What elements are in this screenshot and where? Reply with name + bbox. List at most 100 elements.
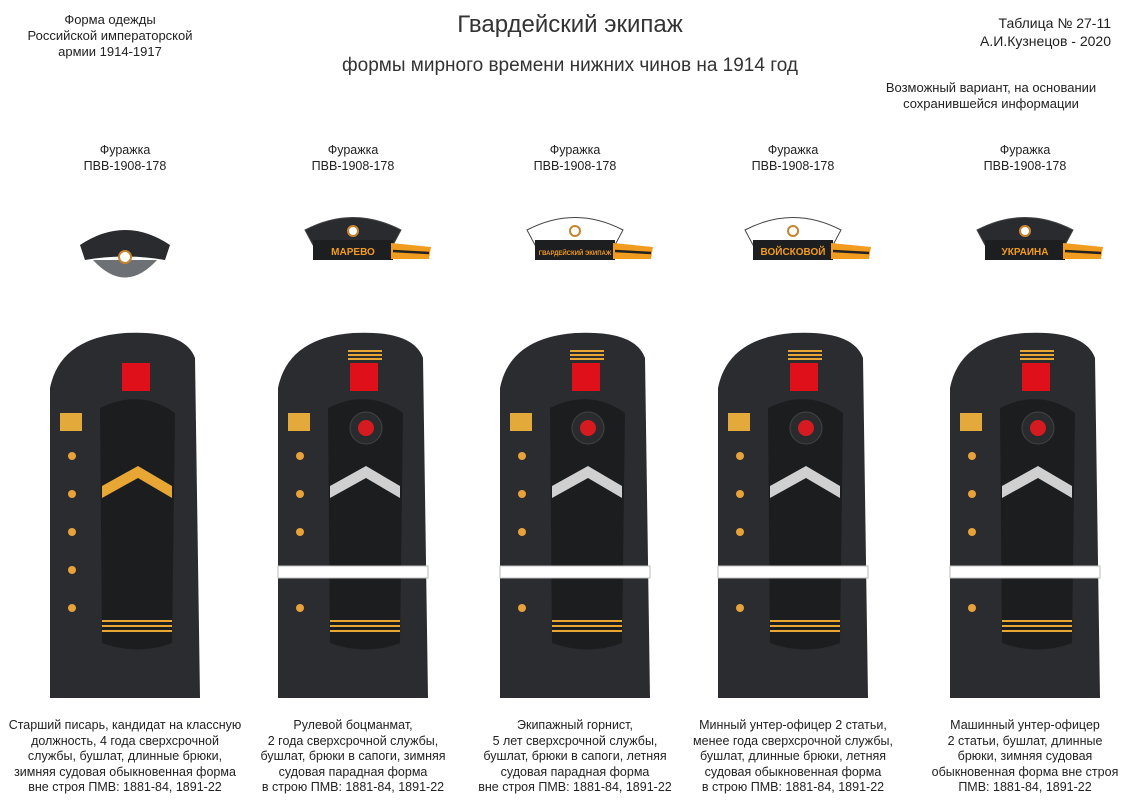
- jacket-button: [68, 566, 76, 574]
- cap-label-line: ПВВ-1908-178: [533, 159, 617, 173]
- uniform-figure: УКРАИНА: [910, 200, 1131, 700]
- collar-stripe: [348, 358, 382, 360]
- cuff-stripe: [1002, 620, 1072, 622]
- collection-title-line: армии 1914-1917: [58, 44, 162, 59]
- cuff-stripe: [770, 620, 840, 622]
- jacket-sleeve: [328, 399, 403, 650]
- figure-caption-line: службы, бушлат, длинные брюки,: [27, 749, 223, 763]
- collar-stripe: [570, 358, 604, 360]
- cap-label-line: Фуражка: [767, 143, 819, 157]
- ribbon-stripe: [832, 249, 870, 255]
- uniform-jacket: [499, 332, 651, 698]
- cuff-stripe: [552, 620, 622, 622]
- medal-ribbons: [288, 413, 310, 431]
- uniform-figure: [10, 200, 240, 700]
- sleeve-badge-wheel-icon: [358, 420, 374, 436]
- collar-stripe: [788, 358, 822, 360]
- collar-stripe: [570, 354, 604, 356]
- jacket-button: [736, 604, 744, 612]
- shoulder-strap: [790, 363, 818, 391]
- jacket-sleeve: [100, 399, 175, 650]
- cockade: [569, 225, 581, 237]
- uniform-jacket: [50, 332, 200, 698]
- cuff-stripe: [330, 620, 400, 622]
- variant-note-line: Возможный вариант, на основании: [885, 80, 1097, 95]
- cockade: [787, 225, 799, 237]
- cap-ribbon-text: МАРЕВО: [331, 247, 375, 258]
- table-info: Таблица № 27-11 А.И.Кузнецов - 2020: [980, 14, 1111, 50]
- belt: [949, 565, 1101, 579]
- jacket-button: [296, 452, 304, 460]
- cap-label-line: ПВВ-1908-178: [83, 159, 167, 173]
- collar-stripe: [348, 350, 382, 352]
- cap: ВОЙСКОВОЙ: [744, 217, 871, 260]
- figure-caption-line: Машинный унтер-офицер: [950, 718, 1100, 732]
- shoulder-strap: [1022, 363, 1050, 391]
- uniform-jacket: [717, 332, 869, 698]
- cap-label-line: ПВВ-1908-178: [311, 159, 395, 173]
- collar-stripe: [788, 350, 822, 352]
- jacket-button: [68, 604, 76, 612]
- jacket-button: [968, 490, 976, 498]
- uniform-illustration: МАРЕВО: [277, 217, 431, 698]
- cap-band: [985, 240, 1065, 260]
- cap-band: [313, 240, 393, 260]
- ribbon-stripe: [1064, 249, 1102, 255]
- cap-ribbon-text: ГВАРДЕЙСКИЙ ЭКИПАЖ: [539, 249, 612, 257]
- cockade: [118, 250, 132, 264]
- figure-caption: Минный унтер-офицер 2 статьи,менее года …: [668, 718, 918, 796]
- figure-caption-line: Экипажный горнист,: [517, 718, 633, 732]
- cuff-stripe: [552, 625, 622, 627]
- cap-ribbon-text: УКРАИНА: [1002, 247, 1049, 258]
- variant-note-line: сохранившейся информации: [903, 96, 1079, 111]
- jacket-button: [968, 452, 976, 460]
- figure-caption-line: должность, 4 года сверхсрочной: [31, 733, 219, 748]
- jacket-sleeve: [768, 399, 843, 650]
- jacket-sleeve: [1000, 399, 1075, 650]
- medal-ribbons: [60, 413, 82, 431]
- jacket-button: [296, 490, 304, 498]
- figure-caption-line: Старший писарь, кандидат на классную: [8, 718, 242, 732]
- figure-caption-line: менее года сверхсрочной службы,: [693, 733, 893, 748]
- figure-caption-line: бушлат, брюки в сапоги, летняя: [483, 749, 667, 763]
- sleeve-badge-anchor-icon: [580, 420, 596, 436]
- ribbon-stripe: [392, 249, 430, 255]
- collar-stripe: [1020, 358, 1054, 360]
- figure-caption-line: судовая парадная форма: [500, 764, 650, 779]
- cuff-stripe: [330, 630, 400, 632]
- cuff-stripe: [770, 630, 840, 632]
- collar-stripe: [348, 354, 382, 356]
- sleeve-chevron: [102, 466, 172, 498]
- medal-ribbons: [510, 413, 532, 431]
- variant-note: Возможный вариант, на основании сохранив…: [871, 80, 1111, 112]
- belt: [277, 565, 429, 579]
- cap: ГВАРДЕЙСКИЙ ЭКИПАЖ: [526, 217, 653, 260]
- collection-title-line: Форма одежды: [64, 12, 156, 27]
- jacket-button: [68, 490, 76, 498]
- cuff-stripe: [102, 630, 172, 632]
- cap-band: [753, 240, 833, 260]
- figure-caption-line: в строю ПМВ: 1881-84, 1891-22: [701, 780, 885, 794]
- cap-band: [535, 240, 615, 260]
- sleeve-chevron: [770, 466, 840, 498]
- sleeve-chevron: [330, 466, 400, 498]
- jacket-button: [736, 528, 744, 536]
- cuff-stripe: [1002, 625, 1072, 627]
- jacket-button: [296, 528, 304, 536]
- figure-caption-line: 2 статьи, бушлат, длинные: [947, 733, 1103, 748]
- figure-caption-line: Рулевой боцманмат,: [293, 718, 413, 732]
- uniform-illustration: ВОЙСКОВОЙ: [717, 217, 871, 698]
- cap: УКРАИНА: [976, 217, 1103, 260]
- sleeve-badge-propeller-icon: [1030, 420, 1046, 436]
- uniform-jacket: [949, 332, 1101, 698]
- cuff-stripe: [102, 620, 172, 622]
